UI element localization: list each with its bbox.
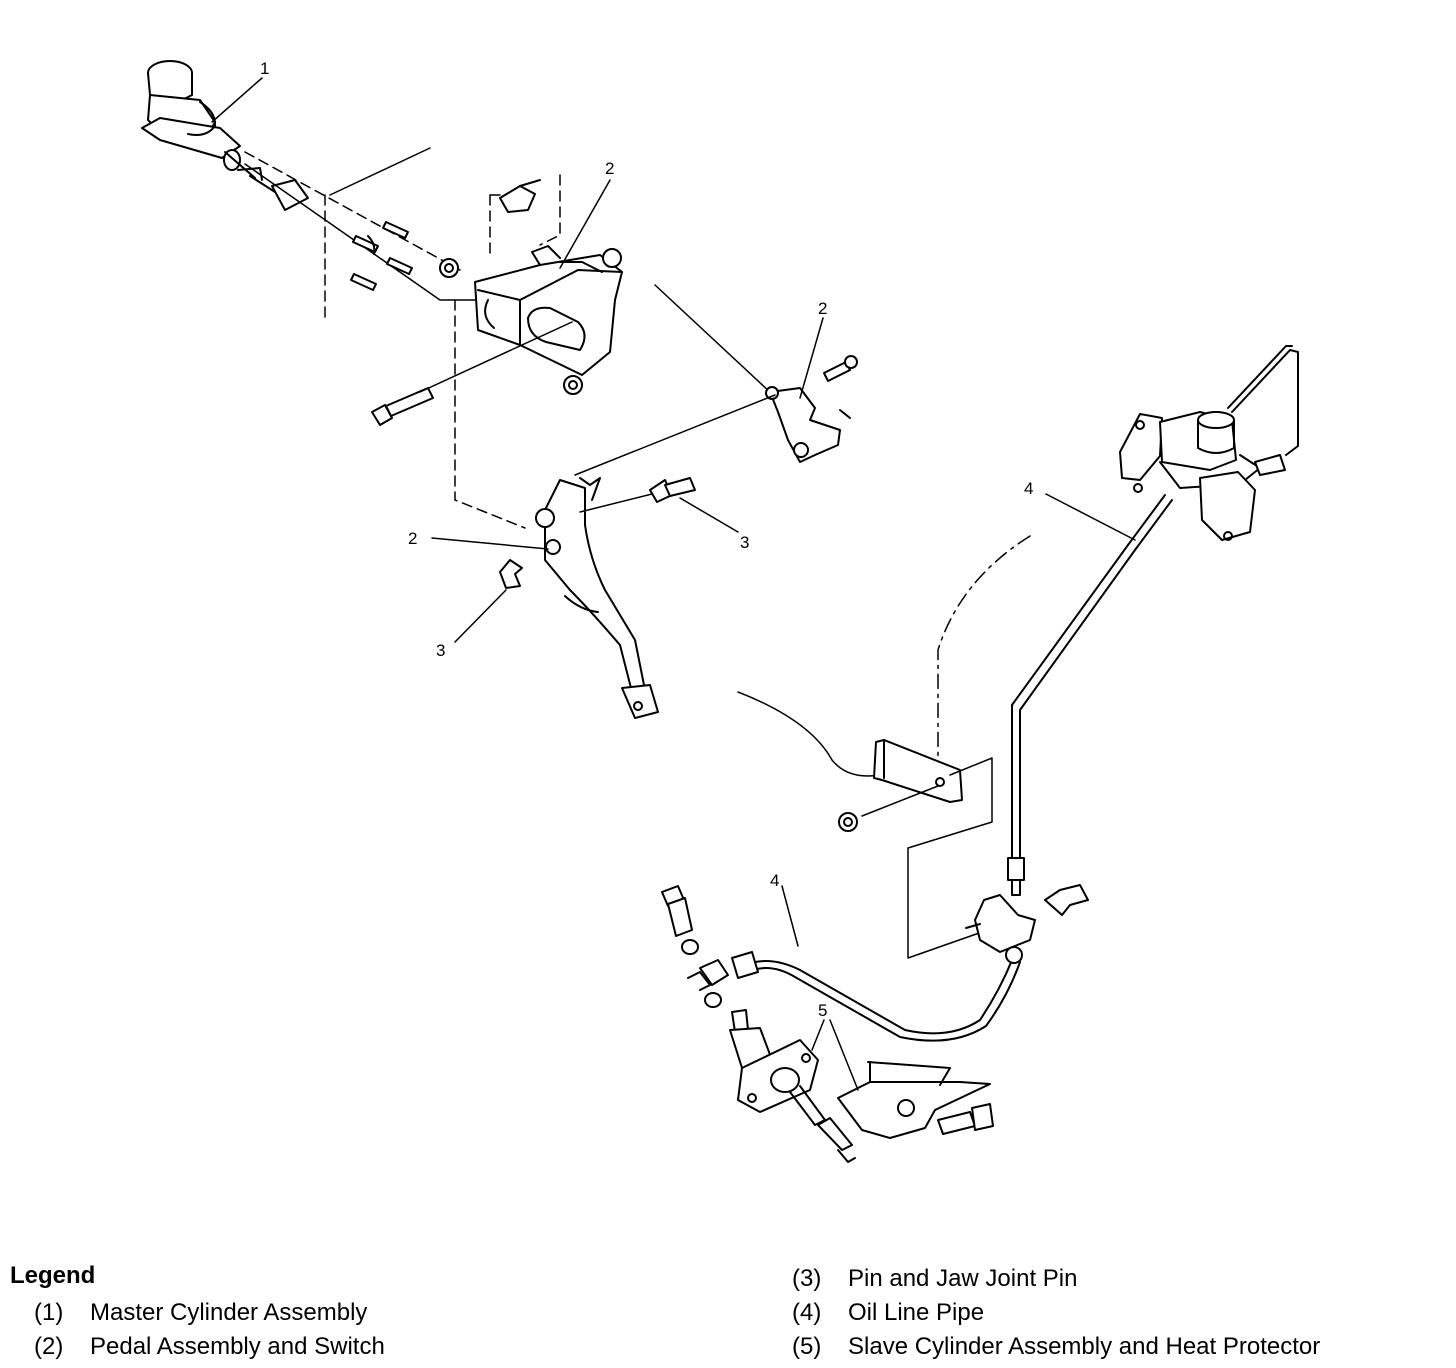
- callout-2-pedal: 2: [408, 529, 417, 548]
- callout-5: 5: [818, 1001, 827, 1020]
- callout-3-jaw: 3: [436, 641, 445, 660]
- leader-lines: [211, 77, 1136, 1091]
- legend-left-column: (1) Master Cylinder Assembly (2) Pedal A…: [34, 1296, 385, 1364]
- master-cylinder-right: [1119, 345, 1299, 541]
- legend-number: (4): [792, 1299, 822, 1326]
- oil-line-pipe-rigid: [1011, 494, 1173, 861]
- body-contour-line: [937, 535, 1031, 761]
- legend-item: (2) Pedal Assembly and Switch: [34, 1330, 385, 1364]
- legend-title: Legend: [10, 1262, 96, 1289]
- callout-3-pin: 3: [740, 533, 749, 552]
- clutch-switch: [765, 355, 858, 463]
- fitting-bracket: [965, 884, 1089, 953]
- pedal-bracket: [474, 179, 623, 395]
- legend-label: Pin and Jaw Joint Pin: [848, 1265, 1078, 1292]
- callout-1: 1: [260, 59, 269, 78]
- callout-2-bracket: 2: [605, 159, 614, 178]
- legend-number: (5): [792, 1333, 822, 1360]
- legend-number: (2): [34, 1333, 64, 1360]
- bracket-bolt: [371, 321, 573, 426]
- pedal-bracket-studs: [350, 221, 459, 291]
- legend-label: Oil Line Pipe: [848, 1299, 985, 1326]
- clutch-pedal: [535, 477, 659, 719]
- bracket-dashed-links: [489, 174, 561, 246]
- slave-cylinder: [729, 1009, 856, 1163]
- master-cylinder-top: [141, 60, 309, 211]
- legend-label: Pedal Assembly and Switch: [90, 1333, 385, 1360]
- legend-item: (4) Oil Line Pipe: [792, 1296, 1320, 1330]
- clutch-hydraulic-exploded-diagram: 1 2 2 2 3 3 4 4 5: [141, 59, 1299, 1163]
- callout-4-hose: 4: [770, 871, 779, 890]
- banjo-bolt-washers: [661, 885, 722, 1008]
- line-bracket: [838, 739, 963, 832]
- oil-line-hose-flex: [699, 946, 1023, 1042]
- jaw-clip-3b: [499, 559, 523, 589]
- legend-item: (5) Slave Cylinder Assembly and Heat Pro…: [792, 1330, 1320, 1364]
- callout-2-switch: 2: [818, 299, 827, 318]
- legend-right-column: (3) Pin and Jaw Joint Pin (4) Oil Line P…: [792, 1262, 1320, 1364]
- legend-number: (1): [34, 1299, 64, 1326]
- legend-item: (1) Master Cylinder Assembly: [34, 1296, 385, 1330]
- legend-label: Slave Cylinder Assembly and Heat Protect…: [848, 1333, 1321, 1360]
- guide-lines-upper: [244, 151, 526, 529]
- legend-number: (3): [792, 1265, 822, 1292]
- callout-labels: 1 2 2 2 3 3 4 4 5: [260, 59, 1033, 1020]
- joint-pin-3a: [649, 477, 696, 503]
- heat-protector: [837, 1061, 994, 1139]
- legend-item: (3) Pin and Jaw Joint Pin: [792, 1262, 1320, 1296]
- legend-label: Master Cylinder Assembly: [90, 1299, 368, 1326]
- pipe-fitting: [1007, 857, 1025, 896]
- callout-4-pipe: 4: [1024, 479, 1033, 498]
